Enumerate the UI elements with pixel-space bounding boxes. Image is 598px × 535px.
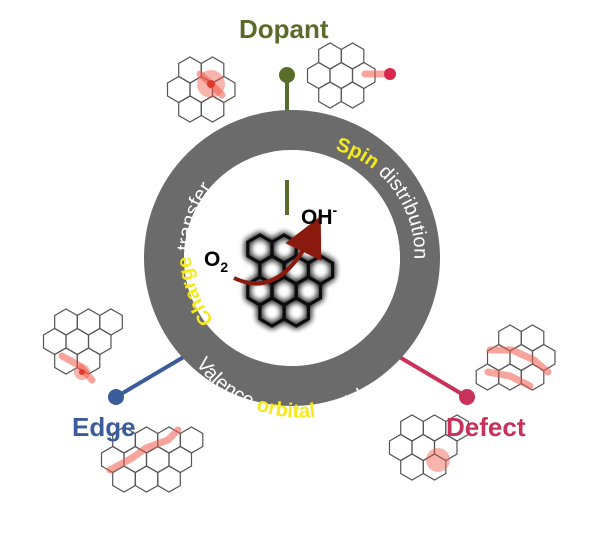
active-site-highlight bbox=[486, 346, 552, 376]
edge-fragment-a bbox=[42, 308, 123, 384]
hexagon-cell bbox=[340, 81, 365, 109]
hexagon-cell bbox=[134, 465, 159, 493]
active-site-dot bbox=[207, 80, 215, 88]
dopant-fragment-b bbox=[306, 42, 396, 109]
hexagon-cell bbox=[475, 363, 500, 391]
active-site-highlight bbox=[106, 426, 182, 474]
hexagon-cell bbox=[200, 95, 225, 123]
hexagon-cell bbox=[318, 81, 342, 109]
product-label: OH- bbox=[301, 202, 338, 229]
defect-node bbox=[459, 389, 475, 405]
hexagon-cell bbox=[157, 465, 181, 493]
active-site-highlight bbox=[58, 352, 96, 384]
edge-node bbox=[108, 389, 124, 405]
edge-fragment-b bbox=[100, 426, 204, 493]
active-site-dot bbox=[79, 369, 85, 375]
mechanism-ring bbox=[144, 110, 440, 406]
reaction-arrow bbox=[233, 216, 322, 286]
active-site-highlight bbox=[484, 368, 534, 390]
dopant-node bbox=[279, 67, 295, 83]
edge-label: Edge bbox=[72, 412, 136, 442]
active-site-dot bbox=[426, 448, 450, 472]
hexagon-cell bbox=[400, 453, 424, 481]
active-site-dot bbox=[384, 68, 396, 80]
reaction: O2 OH- bbox=[204, 202, 338, 286]
defect-label: Defect bbox=[446, 412, 526, 442]
dopant-label: Dopant bbox=[239, 14, 329, 44]
hexagon-cell bbox=[178, 95, 202, 123]
reactant-label: O2 bbox=[204, 248, 228, 275]
molecule-ring bbox=[258, 296, 286, 328]
defect-fragment-b bbox=[388, 414, 469, 481]
defect-fragment-a bbox=[475, 324, 556, 391]
dopant-fragment-a bbox=[166, 56, 236, 123]
hexagon-cell bbox=[422, 453, 447, 481]
